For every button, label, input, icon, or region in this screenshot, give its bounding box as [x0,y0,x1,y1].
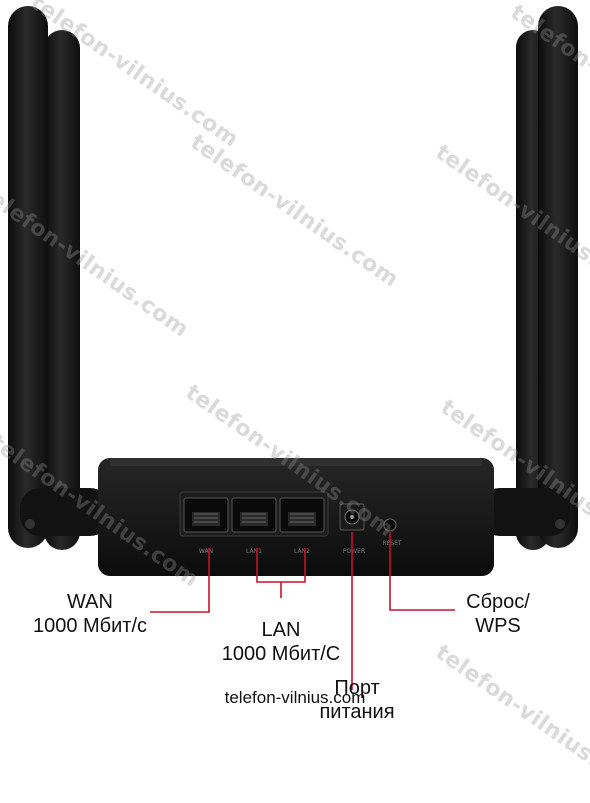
power-port-label: POWER [343,548,365,555]
wan-callout-line1: WAN [67,591,113,613]
lan2-port [279,497,325,533]
left-antennas [8,6,110,550]
left-front-antenna [8,6,48,548]
reset-callout-line [389,532,455,611]
site-caption: telefon-vilnius.com [224,688,366,707]
router-top-edge [110,458,482,466]
right-front-antenna [538,6,578,548]
wan-callout-line2: 1000 Мбит/с [32,615,148,637]
left-antenna-hinge [20,488,110,536]
right-antenna-hinge [480,488,570,536]
power-callout-label: Порт питания [312,676,402,724]
lan1-port [231,497,277,533]
wan-port [183,497,229,533]
power-port [339,503,365,531]
reset-callout-label: Сброс/ WPS [448,590,548,638]
reset-callout-line2: WPS [475,615,521,637]
right-hinge-screw-icon [555,519,565,529]
right-antennas [480,6,578,550]
lan2-port-label: LAN2 [294,548,310,555]
router-scene: WAN LAN1 LAN2 POWER RESET [8,6,578,690]
power-callout-line2: питания [319,701,395,723]
power-callout-line1: Порт [334,677,380,699]
lan1-port-label: LAN1 [246,548,262,555]
wan-callout-line [150,548,210,613]
reset-port-label: RESET [382,540,402,547]
reset-callout-line1: Сброс/ [466,591,530,613]
lan-callout-line2: 1000 Мбит/С [221,643,341,665]
callout-lines [150,532,455,690]
reset-button [383,518,397,532]
wan-port-label: WAN [199,548,213,555]
lan-callout-label: LAN 1000 Мбит/С [216,618,346,666]
left-back-antenna [44,30,80,550]
wan-callout-label: WAN 1000 Мбит/с [30,590,150,638]
lan-callout-line [256,548,306,598]
left-hinge-screw-icon [25,519,35,529]
lan-callout-line1: LAN [261,619,301,641]
router-body: WAN LAN1 LAN2 POWER RESET [98,458,494,576]
